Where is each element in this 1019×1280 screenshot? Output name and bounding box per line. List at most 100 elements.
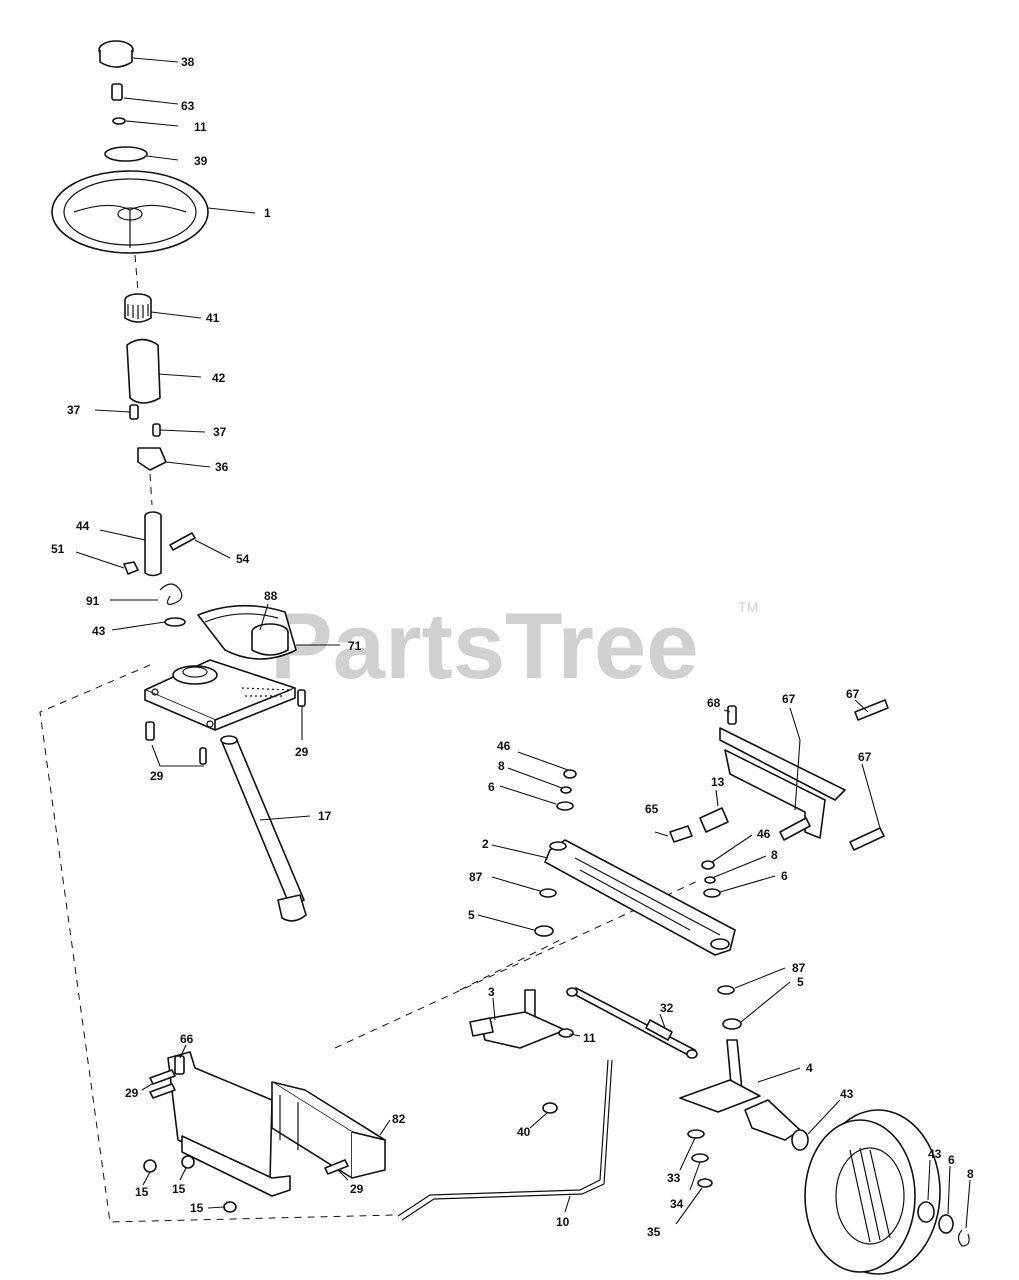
washer-6-right [703,888,721,898]
steering-shaft [144,511,162,577]
axis-line-2 [149,473,153,506]
pivot-bushing [699,807,729,833]
front-axle [544,839,736,956]
callout-29-lower: 29 [350,1182,364,1196]
column-coupler [137,447,167,471]
frame-outline-dashed [39,664,396,1223]
washer-5-left [534,925,554,937]
callout-29-right: 29 [295,745,309,759]
callout-91: 91 [86,594,100,608]
steering-hub-plate [104,146,148,162]
callout-32: 32 [660,1001,674,1015]
bracket-bolt-left [145,721,155,741]
small-washer [112,117,126,125]
splined-adapter [124,293,152,323]
callout-46-right: 46 [757,827,771,841]
callout-1: 1 [264,206,271,220]
callout-33: 33 [667,1171,681,1185]
leader-lines [75,57,971,1229]
washer-8-left [560,786,572,794]
tie-rod [566,987,698,1059]
right-spindle [679,1039,801,1141]
steering-support-bracket [167,1051,291,1197]
callout-40: 40 [517,1125,531,1139]
column-sleeve [126,338,161,404]
watermark-trademark: TM [738,599,758,615]
spindle-washer-11 [558,1028,574,1038]
nut-15a [143,1159,157,1173]
washer-33 [687,1129,705,1139]
callout-13: 13 [711,775,725,789]
axis-line-1 [134,254,139,293]
callout-66: 66 [180,1032,194,1046]
channel-bracket-82 [271,1081,386,1179]
axle-support-bracket [719,705,846,839]
bracket-bolts-29 [149,1069,176,1099]
callout-8-wheel: 8 [967,1167,974,1181]
bolt-29-lower [324,1159,349,1175]
callout-44: 44 [76,519,90,533]
callout-5-left: 5 [468,908,475,922]
washer-34 [691,1153,709,1163]
callout-6-right: 6 [781,869,788,883]
wheel-washer-43-inner [791,1129,809,1151]
bolt-46-right [701,860,715,870]
callout-87-right: 87 [792,961,806,975]
callout-67-c: 67 [858,750,872,764]
bearing-87-left [539,888,557,898]
callout-8-left: 8 [498,759,505,773]
callout-46-left: 46 [497,739,511,753]
callout-15-bottom: 15 [190,1201,204,1215]
steering-wheel [51,170,209,254]
callout-6-left: 6 [488,780,495,794]
callout-36: 36 [215,460,229,474]
callout-37-right: 37 [213,425,227,439]
column-bolt-left [129,404,139,420]
watermark-brand: PartsTree [270,593,699,698]
bracket-bolt-67a [779,817,811,841]
steering-bracket-plate [144,659,296,731]
bracket-bolt-right [297,689,306,707]
wheel-clip-8 [957,1229,970,1247]
nut-35 [697,1178,713,1188]
callout-29-left: 29 [150,769,164,783]
column-bolt-right [152,423,161,437]
pivot-spacer [669,825,693,843]
bracket-bolt-67c [849,827,885,851]
shaft-nut [123,561,139,575]
centerline-dashed [334,879,701,1049]
callout-8-right: 8 [771,848,778,862]
callout-10: 10 [556,1215,570,1229]
callout-87-left: 87 [469,870,483,884]
callout-67-a: 67 [782,692,796,706]
column-washer [164,617,186,627]
cap-screw [111,83,123,101]
washer-8-right [704,876,716,884]
callout-4: 4 [806,1061,813,1075]
callout-2: 2 [482,837,489,851]
nut-15b [181,1155,195,1169]
callout-65: 65 [645,802,659,816]
callout-17: 17 [318,809,332,823]
washer-6-left [556,801,574,811]
callout-5-right: 5 [797,975,804,989]
callout-41: 41 [206,311,220,325]
callout-51: 51 [51,542,65,556]
leader-29-bracket [151,744,204,767]
steering-gear-segment [197,604,297,660]
spindle-nut-40 [542,1102,558,1114]
nut-15c [223,1201,237,1213]
callout-82: 82 [392,1112,406,1126]
callout-15-middle: 15 [172,1182,186,1196]
callout-11-spindle: 11 [583,1031,596,1045]
callout-38: 38 [181,55,195,69]
wheel-washer-43-outer [917,1201,935,1223]
callout-43-axle: 43 [840,1087,854,1101]
callout-67-b: 67 [846,687,860,701]
callout-68: 68 [707,696,721,710]
bearing-87-right [717,985,735,995]
linkage-rod [397,1059,613,1221]
callout-42: 42 [212,371,226,385]
washer-5-right [722,1018,742,1030]
callout-34: 34 [670,1197,684,1211]
